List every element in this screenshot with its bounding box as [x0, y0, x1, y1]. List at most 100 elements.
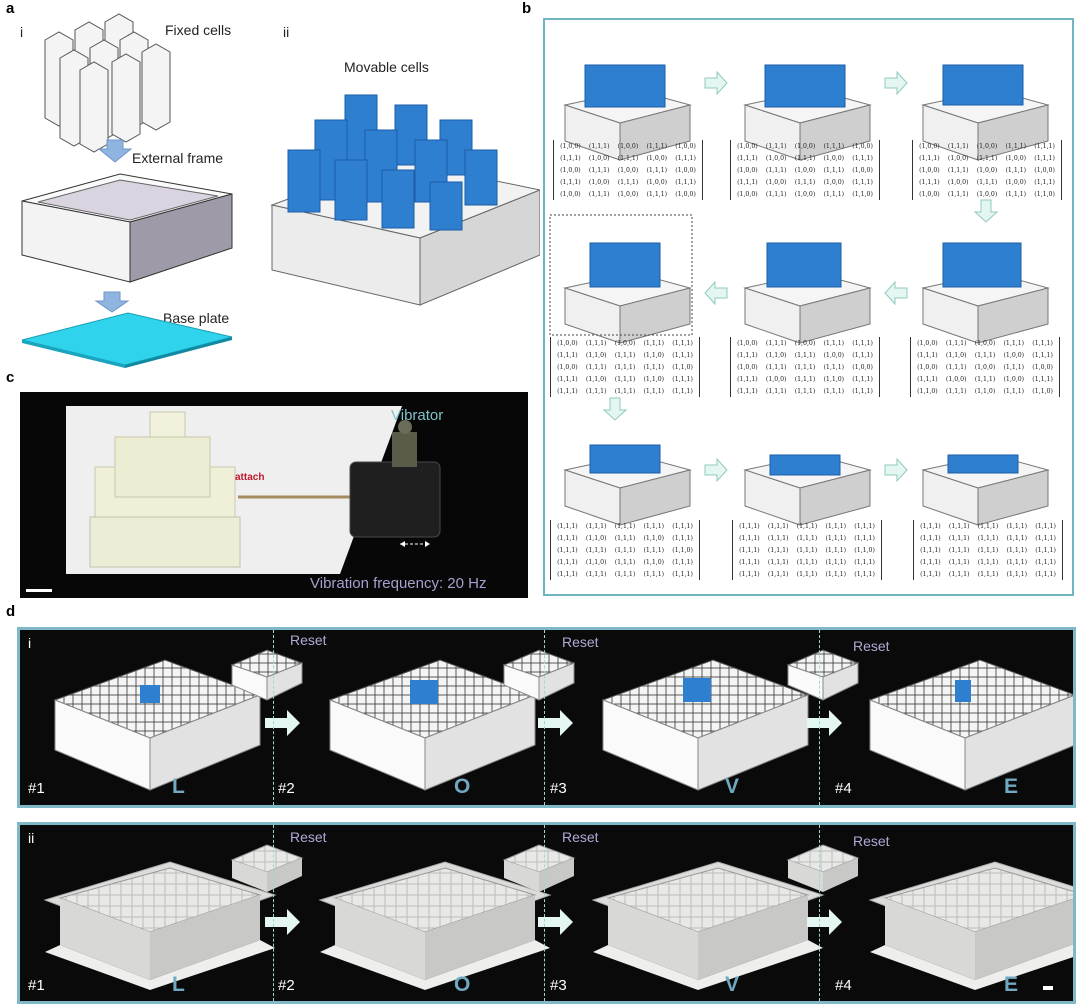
matrix-entry: (1,1,1)	[973, 177, 1002, 188]
matrix-entry: (1,1,1)	[791, 386, 820, 397]
matrix-entry: (1,1,1)	[945, 557, 974, 568]
state-7	[565, 445, 690, 525]
matrix-entry: (1,0,0)	[913, 362, 942, 373]
matrix-entry: (1,1,1)	[1031, 533, 1060, 544]
matrix-entry: (1,1,1)	[762, 386, 791, 397]
letter-label: V	[725, 775, 739, 799]
letter-label: L	[172, 775, 185, 799]
matrix-entry: (1,0,0)	[1030, 165, 1059, 176]
matrix-entry: (1,1,0)	[668, 545, 697, 556]
state-matrix: (1,1,1)(1,1,1)(1,1,1)(1,1,1)(1,1,1)(1,1,…	[732, 520, 882, 580]
matrix-entry: (1,0,0)	[915, 141, 944, 152]
matrix-entry: (1,1,1)	[944, 165, 973, 176]
matrix-entry: (1,1,1)	[764, 521, 793, 532]
matrix-entry: (1,1,1)	[1030, 153, 1059, 164]
matrix-entry: (1,1,1)	[642, 189, 671, 200]
matrix-entry: (1,1,1)	[764, 557, 793, 568]
matrix-entry: (1,1,1)	[999, 362, 1028, 373]
matrix-entry: (1,1,1)	[944, 141, 973, 152]
state-6	[565, 243, 690, 343]
matrix-entry: (1,1,1)	[1028, 374, 1057, 385]
down-arrow-icon	[96, 292, 128, 312]
letter-label: O	[454, 775, 470, 799]
matrix-entry: (1,1,1)	[913, 350, 942, 361]
matrix-entry: (1,1,1)	[582, 386, 611, 397]
matrix-entry: (1,1,1)	[821, 545, 850, 556]
state-matrix: (1,0,0)(1,1,1)(1,0,0)(1,1,1)(1,0,0)(1,1,…	[553, 140, 703, 200]
matrix-entry: (1,0,0)	[671, 189, 700, 200]
state-4	[923, 243, 1048, 343]
matrix-entry: (1,0,0)	[791, 141, 820, 152]
matrix-entry: (1,0,0)	[733, 338, 762, 349]
matrix-entry: (1,0,0)	[762, 374, 791, 385]
matrix-entry: (1,1,1)	[668, 338, 697, 349]
matrix-entry: (1,0,0)	[913, 338, 942, 349]
state-matrix: (1,1,1)(1,1,1)(1,1,1)(1,1,1)(1,1,1)(1,1,…	[550, 520, 700, 580]
matrix-entry: (1,1,1)	[611, 533, 640, 544]
down-arrow-icon	[975, 200, 997, 222]
reset-photo-3	[788, 845, 858, 892]
matrix-entry: (1,0,0)	[791, 189, 820, 200]
matrix-entry: (1,1,1)	[848, 386, 877, 397]
matrix-entry: (1,1,1)	[848, 338, 877, 349]
matrix-entry: (1,1,1)	[582, 569, 611, 580]
matrix-entry: (1,1,1)	[668, 557, 697, 568]
matrix-entry: (1,1,1)	[848, 374, 877, 385]
matrix-entry: (1,1,1)	[942, 386, 971, 397]
matrix-entry: (1,0,0)	[819, 350, 848, 361]
step-label: #1	[28, 977, 45, 994]
matrix-entry: (1,0,0)	[944, 177, 973, 188]
state-matrix: (1,0,0)(1,1,1)(1,0,0)(1,1,1)(1,1,1)(1,1,…	[550, 337, 700, 397]
matrix-entry: (1,1,1)	[611, 569, 640, 580]
matrix-entry: (1,1,1)	[1031, 557, 1060, 568]
reset-label: Reset	[562, 829, 599, 845]
matrix-entry: (1,1,1)	[819, 362, 848, 373]
matrix-entry: (1,1,1)	[819, 338, 848, 349]
matrix-entry: (1,1,1)	[735, 545, 764, 556]
matrix-entry: (1,0,0)	[848, 165, 877, 176]
matrix-entry: (1,1,1)	[1028, 338, 1057, 349]
matrix-entry: (1,1,1)	[848, 350, 877, 361]
matrix-entry: (1,1,0)	[582, 374, 611, 385]
matrix-entry: (1,0,0)	[556, 165, 585, 176]
matrix-entry: (1,1,1)	[793, 521, 822, 532]
scale-bar	[1043, 986, 1053, 990]
matrix-entry: (1,0,0)	[971, 362, 1000, 373]
matrix-entry: (1,0,0)	[915, 165, 944, 176]
matrix-entry: (1,0,0)	[733, 141, 762, 152]
matrix-entry: (1,1,1)	[553, 386, 582, 397]
matrix-entry: (1,1,1)	[1002, 569, 1031, 580]
matrix-entry: (1,1,1)	[762, 141, 791, 152]
matrix-entry: (1,1,1)	[733, 177, 762, 188]
matrix-entry: (1,1,1)	[848, 177, 877, 188]
matrix-entry: (1,1,1)	[1002, 557, 1031, 568]
right-arrow-icon	[885, 459, 907, 481]
matrix-entry: (1,1,1)	[791, 374, 820, 385]
matrix-entry: (1,1,1)	[611, 374, 640, 385]
matrix-entry: (1,1,1)	[974, 521, 1003, 532]
separator	[273, 825, 274, 1001]
matrix-entry: (1,1,1)	[611, 545, 640, 556]
matrix-entry: (1,0,0)	[556, 141, 585, 152]
matrix-entry: (1,1,1)	[819, 165, 848, 176]
matrix-entry: (1,1,1)	[671, 153, 700, 164]
matrix-entry: (1,1,1)	[639, 521, 668, 532]
matrix-entry: (1,1,1)	[819, 386, 848, 397]
separator	[544, 630, 545, 805]
matrix-entry: (1,1,1)	[850, 533, 879, 544]
fixed-cells-illustration	[45, 14, 170, 152]
matrix-entry: (1,1,1)	[850, 521, 879, 532]
panel-d-row-i: i	[17, 627, 1076, 808]
step-label: #2	[278, 977, 295, 994]
matrix-entry: (1,1,1)	[735, 557, 764, 568]
matrix-entry: (1,0,0)	[1001, 153, 1030, 164]
matrix-entry: (1,1,1)	[553, 545, 582, 556]
matrix-entry: (1,1,1)	[821, 533, 850, 544]
matrix-entry: (1,1,1)	[735, 521, 764, 532]
matrix-entry: (1,1,1)	[735, 533, 764, 544]
matrix-entry: (1,1,1)	[614, 153, 643, 164]
matrix-entry: (1,1,0)	[1030, 189, 1059, 200]
matrix-entry: (1,1,1)	[553, 521, 582, 532]
matrix-entry: (1,1,1)	[553, 569, 582, 580]
matrix-entry: (1,1,0)	[762, 350, 791, 361]
